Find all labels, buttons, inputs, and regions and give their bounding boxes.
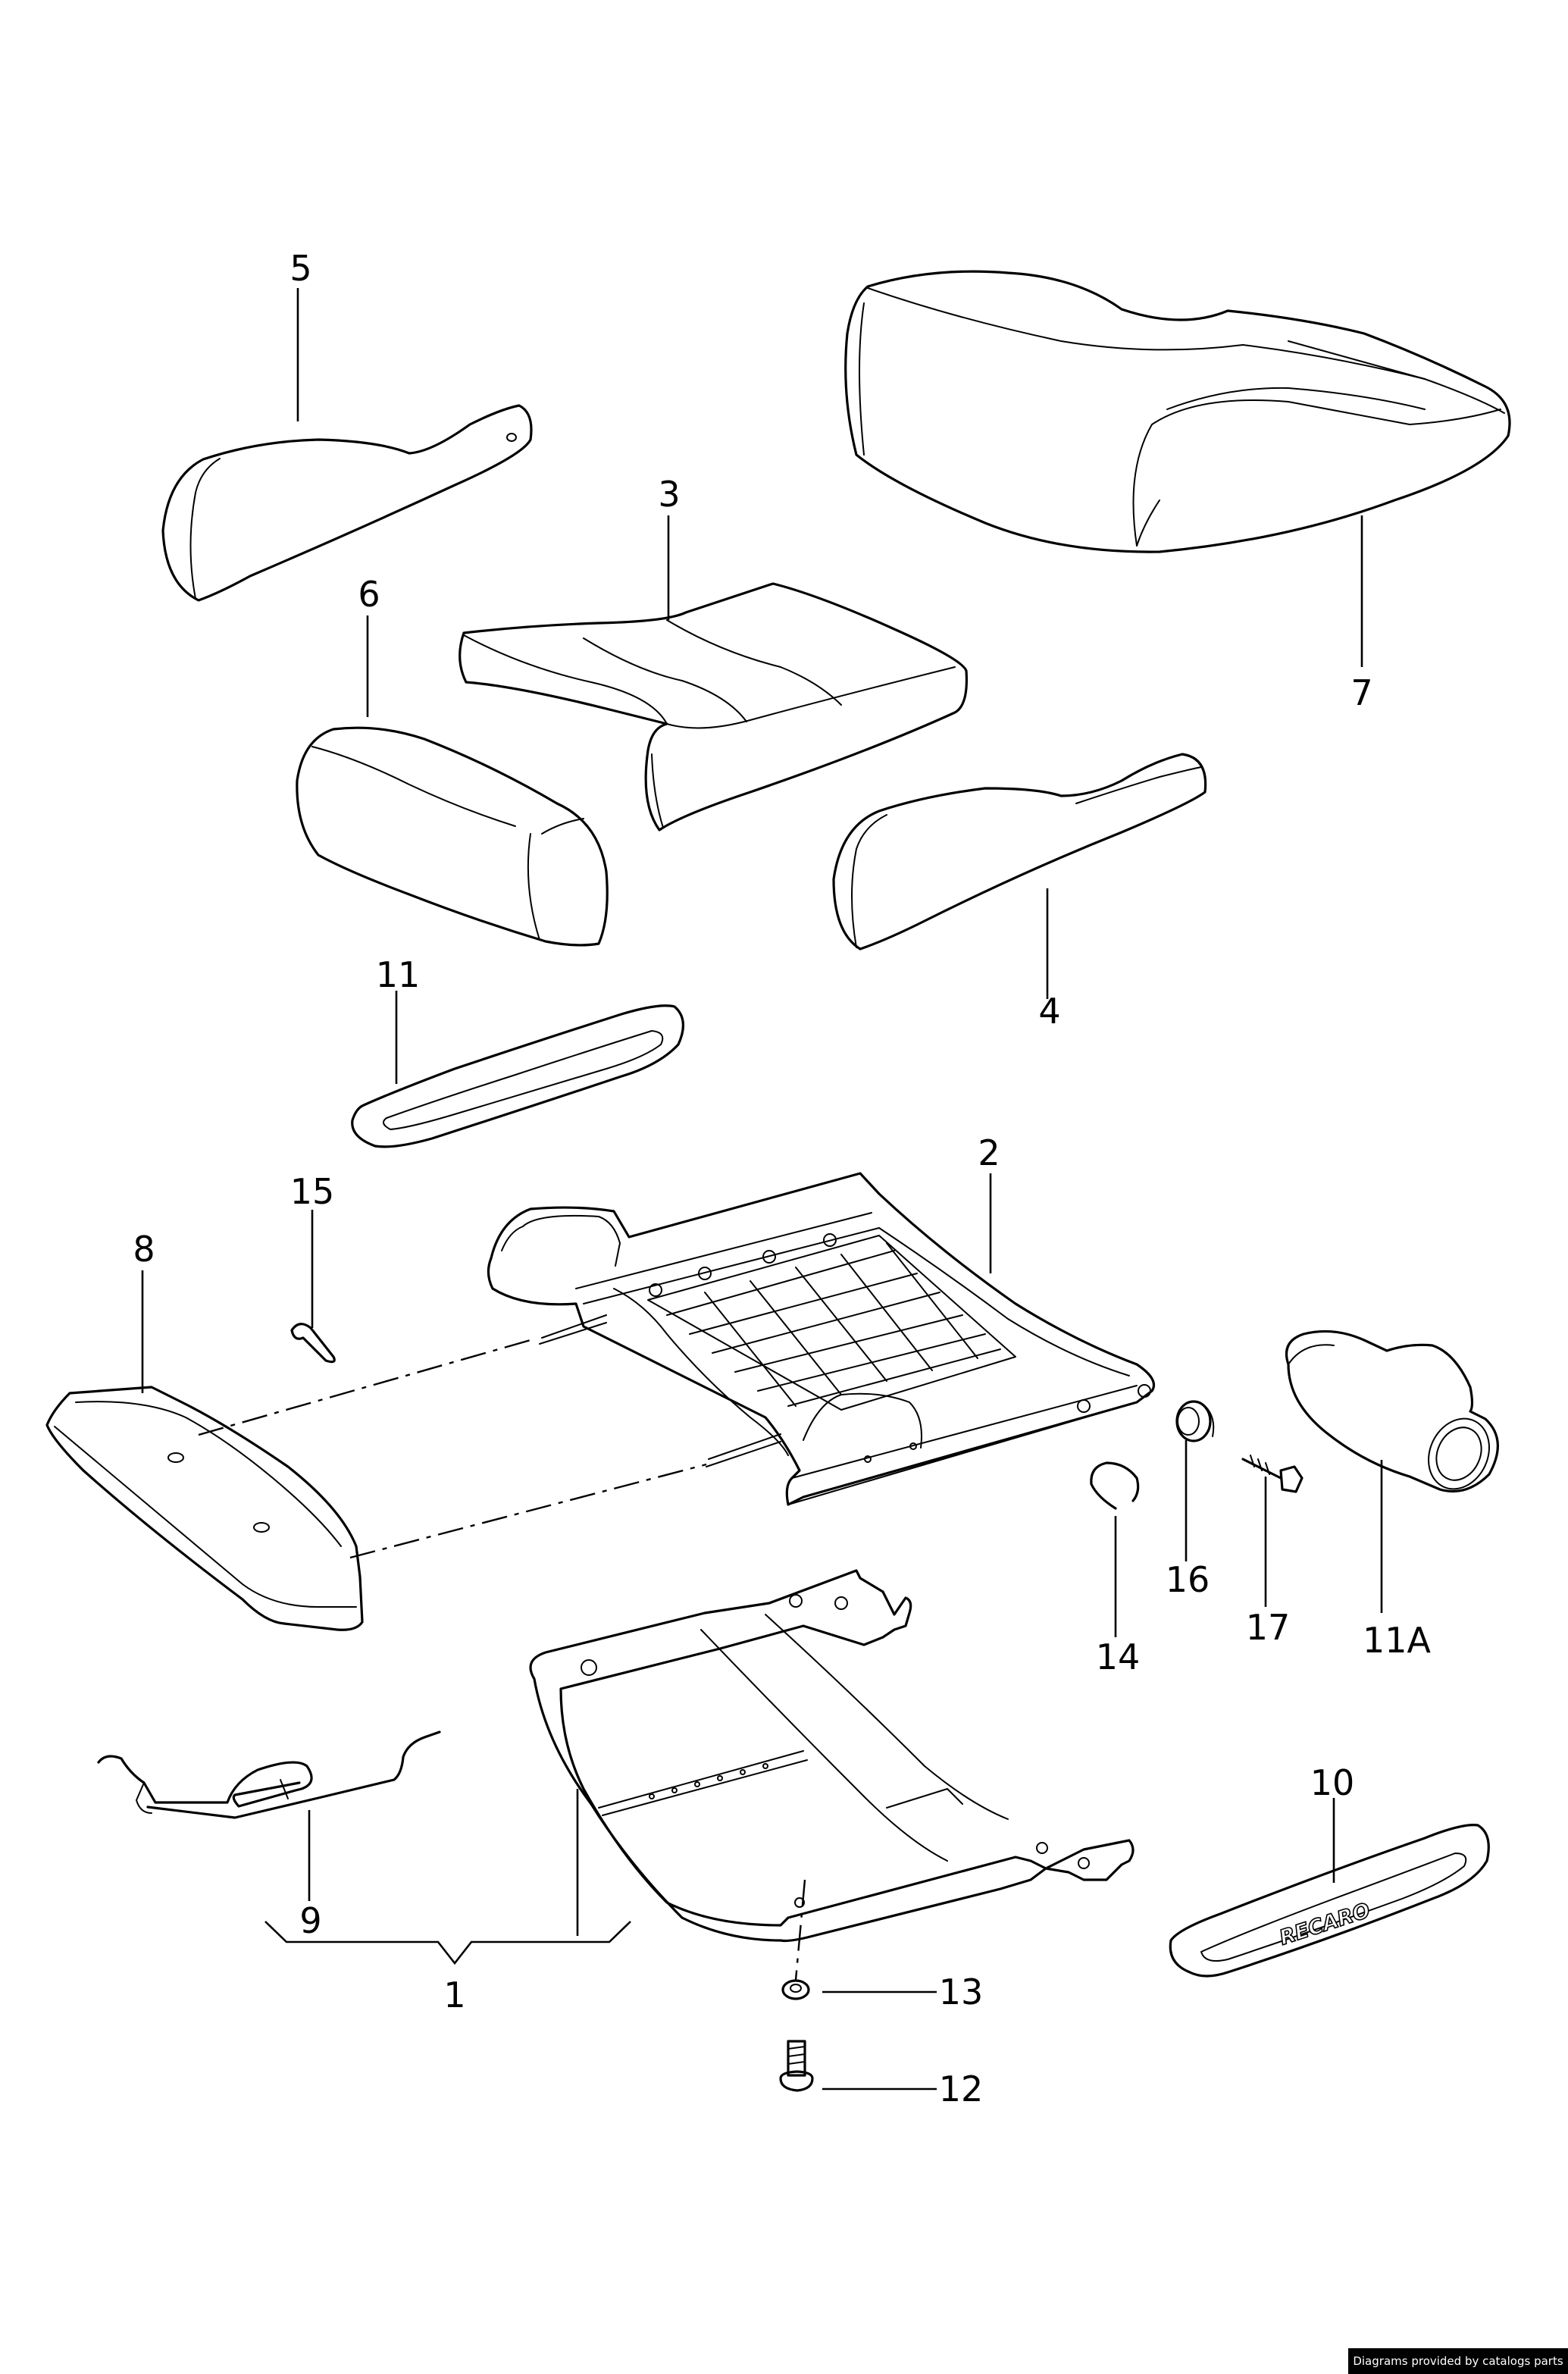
part-11a-tube: [1285, 1330, 1499, 1493]
part-15-clip: [290, 1323, 336, 1364]
callout-labels: 5 3 6 7 4 11 2 15 8 16 17 11A 14 10 9 1 …: [133, 248, 1431, 2109]
part-14-circlip: [1090, 1461, 1140, 1510]
callout-14: 14: [1096, 1636, 1141, 1677]
callout-17: 17: [1246, 1607, 1291, 1648]
part-12-bolt: [779, 2040, 814, 2092]
alignment-line-upper: [198, 1339, 531, 1436]
part-11-trim-cover: [351, 1004, 684, 1148]
callout-6: 6: [358, 574, 380, 615]
part-17-screw: [1241, 1455, 1304, 1493]
part-10-recaro-trim: RECARO: [1169, 1824, 1490, 1978]
callout-16: 16: [1166, 1559, 1210, 1600]
callout-3: 3: [658, 474, 680, 515]
callout-10: 10: [1310, 1762, 1355, 1803]
diagram-credit-badge: Diagrams provided by catalogs parts: [1348, 2348, 1568, 2374]
part-4-side-bolster: [832, 753, 1207, 951]
leader-lines: [141, 288, 1383, 2091]
part-16-grommet: [1175, 1400, 1215, 1442]
recaro-brand-lettering: RECARO: [1277, 1899, 1373, 1950]
callout-11a: 11A: [1363, 1620, 1432, 1661]
part-7-cushion-cover: [844, 270, 1511, 553]
callout-12: 12: [939, 2069, 984, 2109]
part-1-lower-frame: [529, 1569, 1135, 1943]
callout-9: 9: [299, 1900, 321, 1941]
part-5-side-bolster: [161, 404, 533, 602]
part-13-washer: [781, 1979, 810, 2000]
callout-11: 11: [376, 954, 421, 995]
part-8-side-cover: [45, 1386, 364, 1631]
part-2-seat-pan-frame: [487, 1172, 1156, 1506]
alignment-line-lower: [349, 1463, 707, 1559]
part-9-release-handle: [97, 1730, 441, 1819]
callout-15: 15: [290, 1171, 335, 1212]
callout-7: 7: [1350, 672, 1372, 713]
part-6-side-bolster: [296, 726, 609, 947]
callout-8: 8: [133, 1229, 155, 1270]
callout-13: 13: [939, 1972, 984, 2012]
callout-1: 1: [443, 1975, 465, 2015]
part-3-center-cushion: [459, 582, 969, 832]
callout-5: 5: [290, 248, 311, 289]
callout-4: 4: [1038, 991, 1060, 1032]
callout-2: 2: [978, 1132, 1000, 1173]
bolt-axis-line: [794, 1879, 806, 1981]
